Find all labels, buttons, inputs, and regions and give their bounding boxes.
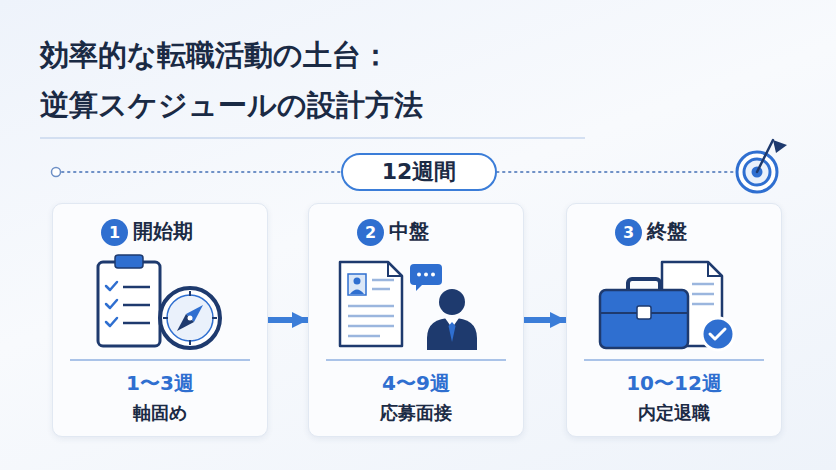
timeline-dotted-part [62,171,341,173]
step-number-circle: 2 [357,219,384,246]
flow-arrow [268,317,308,323]
step-number-disc [615,219,642,246]
target-icon [737,140,787,192]
step-number: 3 [615,219,642,246]
target-icon-part [744,159,770,185]
timeline-dotted-part [497,171,734,173]
target-icon-part [757,140,773,172]
target-icon-part [752,167,763,178]
phase-card: 1開始期 1〜3週軸固め [52,203,268,437]
phase-label: 応募面接 [309,401,523,425]
step-number: 1 [101,219,128,246]
flow-arrow [524,317,566,323]
step-number-disc [357,219,384,246]
step-number-circle: 3 [615,219,642,246]
phase-label: 内定退職 [567,401,781,425]
title-underline [40,137,585,139]
duration-label: 12週間 [382,157,457,187]
phase-label: 軸固め [53,401,267,425]
week-range: 10〜12週 [567,370,781,397]
timeline-dotted-part [52,168,61,177]
step-number: 2 [357,219,384,246]
phase-heading: 終盤 [647,218,687,245]
phase-heading: 開始期 [133,218,193,245]
step-number-disc [101,219,128,246]
diagram-title: 効率的な転職活動の土台： 逆算スケジュールの設計方法 [40,30,460,130]
week-range: 4〜9週 [309,370,523,397]
duration-pill: 12週間 [341,153,497,191]
phase-heading: 中盤 [389,218,429,245]
week-range: 1〜3週 [53,370,267,397]
phase-card: 3終盤 10〜12週内定退職 [566,203,782,437]
target-icon-part [773,140,787,153]
target-icon-part [737,152,777,192]
phase-card: 2中盤 4〜9週応募面接 [308,203,524,437]
step-number-circle: 1 [101,219,128,246]
